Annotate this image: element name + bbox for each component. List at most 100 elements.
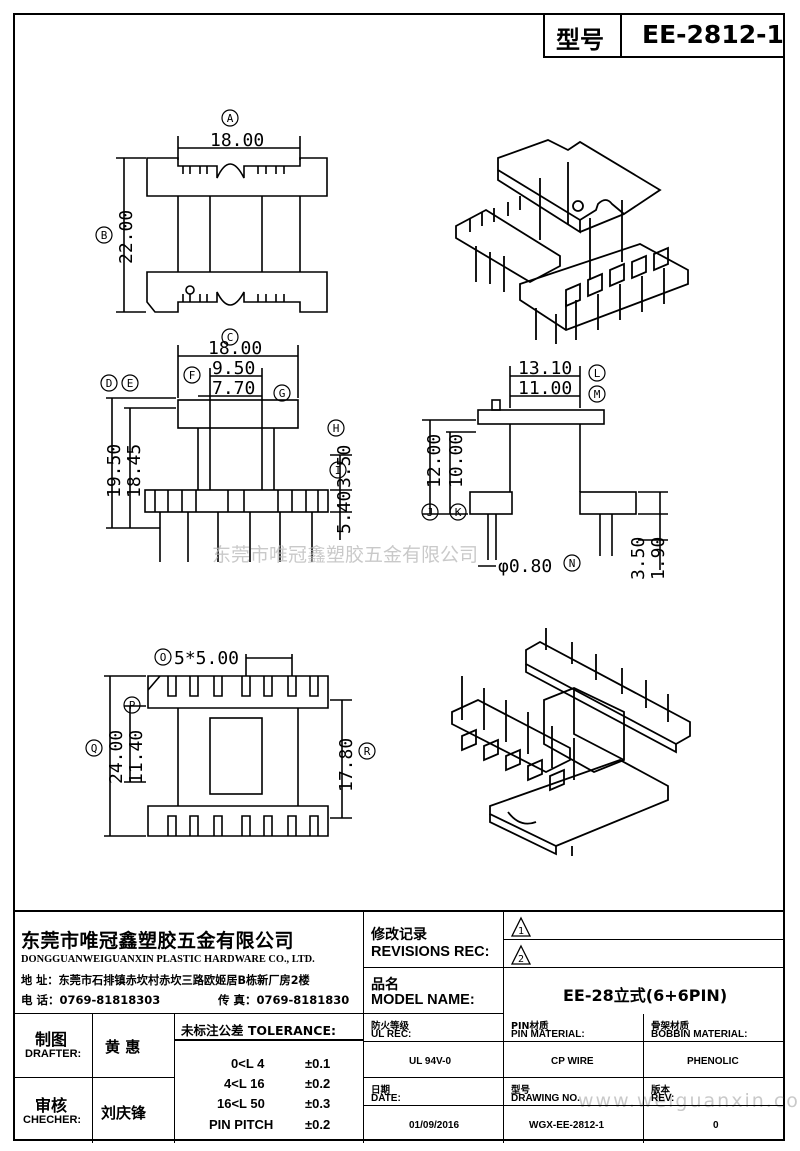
dim-l-value: 13.10 [518,358,572,379]
ul-value: UL 94V-0 [409,1056,452,1067]
company-name-en: DONGGUANWEIGUANXIN PLASTIC HARDWARE CO.,… [21,954,315,965]
dim-1-90: 1.90 [648,537,669,580]
tolerance-range-3: 16<L 50 [217,1096,265,1111]
pin-value: CP WIRE [551,1056,594,1067]
spec-drawing-value-cell [504,1106,644,1143]
checker-cn: 审核 [35,1096,68,1115]
dim-b-value: 22.00 [116,210,137,264]
spec-pin-value-cell [504,1042,644,1078]
revision-row-2 [504,940,785,968]
dim-j-value: 12.00 [424,434,445,488]
tolerance-title: 未标注公差 TOLERANCE: [181,1023,336,1038]
dim-e-value: 18.45 [124,444,145,498]
revision-row-1 [504,912,785,940]
spec-ul-value-cell [364,1042,504,1078]
model-header-label: 型号 [556,26,604,54]
revisions-label-cell [364,912,504,968]
dim-a-value: 18.00 [210,130,264,151]
date-value: 01/09/2016 [409,1120,460,1131]
bobbin-en: BOBBIN MATERIAL: [651,1029,748,1040]
watermark-url: www.weiguanxin.com [578,1090,800,1112]
drafter-name-cell [93,1014,175,1078]
dim-c-value: 18.00 [208,338,262,359]
spec-date-header [364,1078,504,1106]
drawing-cn: 型号 [511,1085,531,1096]
model-name-value: EE-28立式(6+6PIN) [563,986,728,1005]
label-o: O [160,651,167,664]
isometric-view-top [455,139,689,344]
revision-2-number: 2 [518,954,524,965]
drawing-en: DRAWING NO. [511,1093,580,1104]
label-i: I [335,464,342,477]
bobbin-cn: 骨架材质 [651,1021,690,1032]
label-n: N [569,557,576,570]
isometric-view-bottom [451,628,691,856]
date-cn: 日期 [371,1085,391,1096]
tolerance-value-1: ±0.1 [305,1056,331,1071]
label-m: M [594,388,601,401]
revisions-en: REVISIONS REC: [371,944,490,960]
dim-f-value: 9.50 [212,358,255,379]
label-q: Q [91,742,98,755]
top-view-drawing: A B 18.00 22.00 C F G D [85,109,691,856]
bobbin-value: PHENOLIC [687,1056,739,1067]
company-phone: 电 话：0769-81818303 [21,993,161,1007]
rev-value: 0 [713,1120,719,1131]
tolerance-range-2: 4<L 16 [224,1076,265,1091]
spec-bobbin-header [644,1014,785,1042]
dim-pin-dia: φ0.80 [498,556,552,577]
tolerance-cell [175,1014,364,1143]
label-r: R [364,745,371,758]
tolerance-value-3: ±0.3 [305,1096,331,1111]
spec-bobbin-value-cell [644,1042,785,1078]
pin-cn: PIN材质 [511,1021,549,1032]
revision-1-number: 1 [518,926,524,937]
drafter-name: 黄 惠 [105,1038,141,1056]
dim-r-value: 17.80 [336,738,357,792]
label-h: H [333,422,340,435]
model-header-box [543,13,785,58]
drawing-value: WGX-EE-2812-1 [529,1120,605,1131]
date-en: DATE: [371,1093,401,1104]
dim-g-value: 7.70 [212,378,255,399]
label-k: K [455,506,462,519]
rev-en: REV: [651,1093,675,1104]
dim-3-50: 3.50 [628,537,649,580]
dim-d-value: 19.50 [104,444,125,498]
model-header-value: EE-2812-1 [642,20,784,49]
tolerance-range-1: 0<L 4 [231,1056,265,1071]
checker-name-cell [93,1078,175,1143]
model-name-label-cell [364,968,504,1014]
label-f: F [189,369,196,382]
label-c: C [227,331,234,344]
pin-en: PIN MATERIAL: [511,1029,585,1040]
watermark-company: 东莞市唯冠鑫塑胶五金有限公司 [212,544,479,566]
label-e: E [127,377,134,390]
dim-m-value: 11.00 [518,378,572,399]
dim-i-value: 5.40 [334,491,355,534]
label-a: A [227,112,234,125]
tolerance-value-4: ±0.2 [305,1117,331,1132]
ul-cn: 防火等级 [371,1021,410,1032]
tolerance-value-2: ±0.2 [305,1076,331,1091]
spec-pin-header [504,1014,644,1042]
model-header-divider [620,13,622,58]
dim-k-value: 10.00 [446,434,467,488]
title-block: 东莞市唯冠鑫塑胶五金有限公司 DONGGUANWEIGUANXIN PLASTI… [13,910,785,1143]
spec-rev-header [644,1078,785,1106]
label-g: G [279,387,286,400]
drafter-label-cell [13,1014,93,1078]
tolerance-range-4: PIN PITCH [209,1117,274,1132]
company-fax: 传 真：0769-8181830 [218,993,350,1007]
spec-drawing-header [504,1078,644,1106]
label-j: J [427,506,434,519]
drafter-en: DRAFTER: [25,1048,82,1060]
drawing-sheet [13,13,785,1141]
label-l: L [594,367,601,380]
dim-h-value: 3.50 [334,445,355,488]
tolerance-title-divider [175,1039,364,1041]
company-address: 地 址：东莞市石排镇赤坎村赤坎三路欧姬居B栋新厂房2楼 [21,974,310,987]
model-name-cn: 品名 [371,977,399,993]
label-b: B [101,229,108,242]
revisions-cn: 修改记录 [371,927,427,943]
